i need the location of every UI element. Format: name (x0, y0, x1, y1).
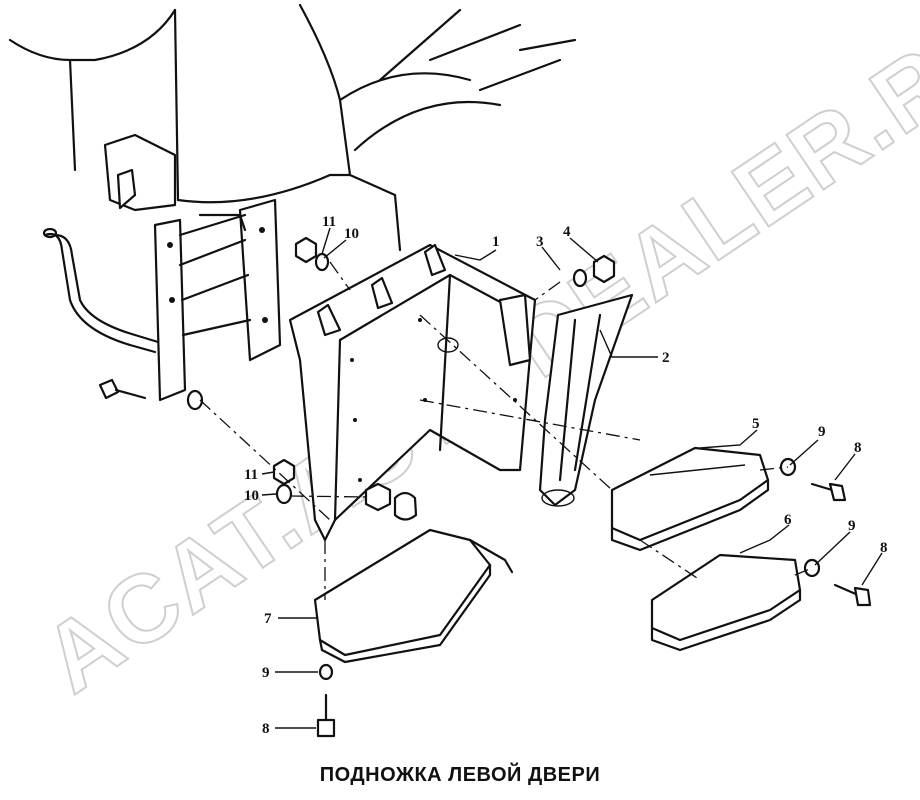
cab-body (8, 3, 577, 252)
diagram-caption: ПОДНОЖКА ЛЕВОЙ ДВЕРИ (319, 764, 601, 786)
callout-5: 5 (752, 416, 760, 432)
washer-9-lower (318, 663, 334, 681)
assembly-lines (199, 261, 813, 600)
step-frame-part-1 (288, 243, 537, 542)
callout-7: 7 (264, 611, 272, 627)
bolt-8-right-upper (810, 482, 847, 502)
grab-handle (42, 227, 160, 354)
callout-3: 3 (536, 234, 544, 250)
callout-11-lower: 11 (244, 467, 258, 483)
bushing-frame-lower (393, 491, 418, 521)
callout-2: 2 (662, 350, 670, 366)
step-tread-part-5 (610, 446, 770, 552)
callout-9-lower: 9 (262, 665, 270, 681)
nut-frame-lower (364, 482, 392, 512)
mounting-bracket (103, 133, 282, 402)
callout-6: 6 (784, 512, 792, 528)
callout-4: 4 (563, 224, 571, 240)
bolt-8-lower (316, 693, 336, 738)
washer-10-lower (275, 483, 293, 505)
fastener-bolt-left (98, 378, 147, 400)
nut-11-top (294, 236, 318, 264)
callout-8-middle: 8 (880, 540, 888, 556)
callout-11-upper: 11 (322, 214, 336, 230)
callout-8-lower: 8 (262, 721, 270, 737)
step-tread-part-7 (313, 528, 514, 664)
callout-10-upper: 10 (344, 226, 359, 242)
callout-10-lower: 10 (244, 488, 259, 504)
nut-part-4 (592, 254, 616, 284)
callout-8-upper: 8 (854, 440, 862, 456)
mud-guard-part-2 (538, 293, 634, 507)
callout-9-upper: 9 (818, 424, 826, 440)
bolt-8-right-lower (833, 583, 872, 607)
washer-left (186, 389, 204, 411)
washer-part-3 (572, 268, 588, 288)
leader-lines (261, 227, 883, 729)
nut-11-lower (272, 458, 296, 486)
step-tread-part-6 (650, 553, 802, 652)
callout-1: 1 (492, 234, 500, 250)
callout-9-middle: 9 (848, 518, 856, 534)
